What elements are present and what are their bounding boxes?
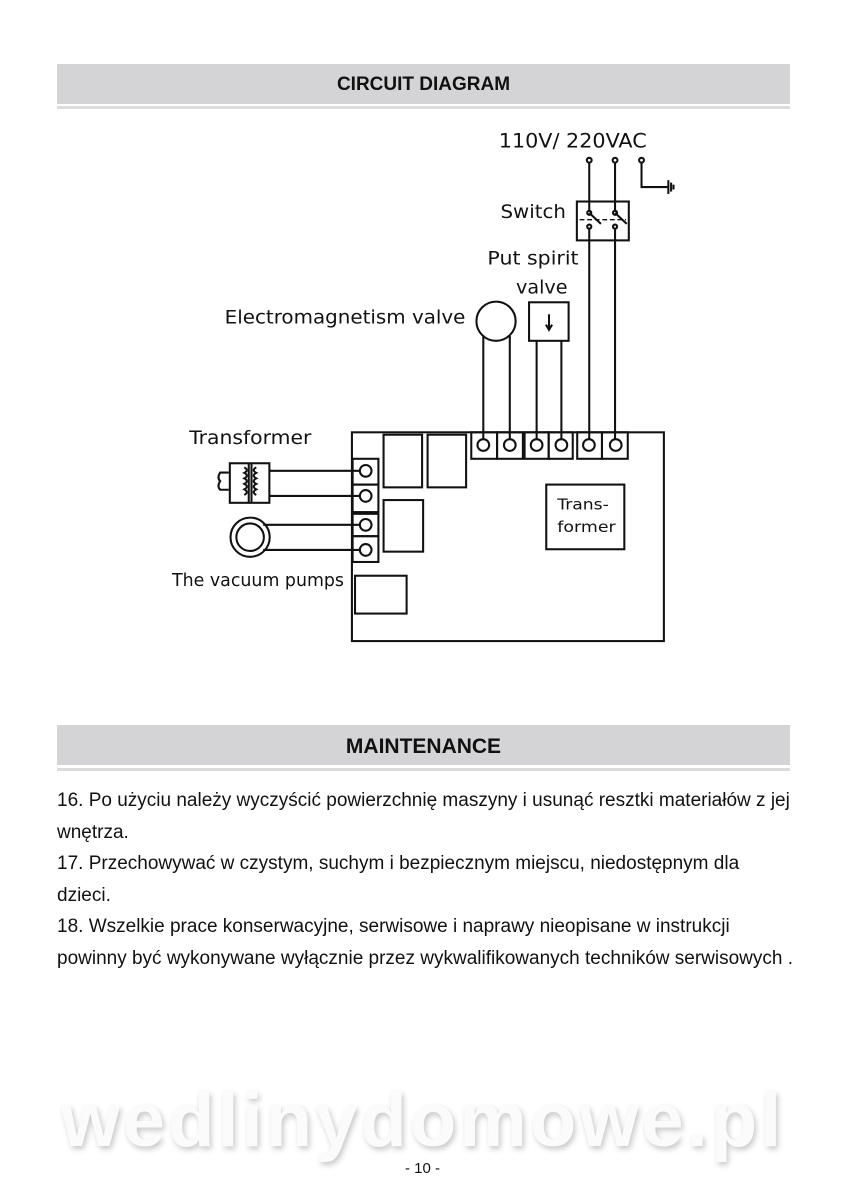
put-spirit-valve-symbol bbox=[528, 301, 570, 440]
board-transformer-label: Trans- bbox=[556, 495, 609, 513]
maintenance-heading: MAINTENANCE bbox=[57, 725, 790, 765]
vacuum-pumps-label: The vacuum pumps bbox=[171, 570, 344, 591]
control-board bbox=[350, 431, 665, 643]
top-terminal-block bbox=[470, 431, 629, 460]
transformer-icon bbox=[217, 462, 360, 504]
supply-terminals bbox=[585, 156, 645, 440]
ground-icon bbox=[640, 162, 675, 194]
left-terminal-block bbox=[351, 457, 380, 564]
heading-divider bbox=[57, 106, 790, 109]
switch-symbol bbox=[575, 200, 630, 242]
heading-divider bbox=[57, 768, 790, 771]
watermark: wedlinydomowe.pl bbox=[60, 1078, 785, 1163]
circuit-diagram-heading: CIRCUIT DIAGRAM bbox=[57, 64, 790, 104]
put-spirit-valve-label: Put spirit bbox=[487, 248, 578, 269]
board-components bbox=[353, 433, 626, 615]
supply-label: 110V/ 220VAC bbox=[499, 130, 647, 153]
electromagnetism-valve-label: Electromagnetism valve bbox=[225, 308, 466, 329]
maintenance-item: 18. Wszelkie prace konserwacyjne, serwis… bbox=[57, 916, 794, 969]
electromagnetism-valve-symbol bbox=[475, 300, 517, 440]
page-number: - 10 - bbox=[404, 1160, 440, 1177]
transformer-label: Transformer bbox=[188, 428, 312, 449]
switch-label: Switch bbox=[501, 202, 566, 223]
put-spirit-valve-label-2: valve bbox=[516, 278, 568, 299]
circuit-diagram: 110V/ 220VAC Switch Put spirit valve Ele… bbox=[171, 130, 675, 643]
maintenance-item: 16. Po użyciu należy wyczyścić powierzch… bbox=[57, 790, 790, 843]
board-transformer-label-2: former bbox=[557, 518, 616, 536]
maintenance-item: 17. Przechowywać w czystym, suchym i bez… bbox=[57, 853, 740, 906]
vacuum-pump-icon bbox=[229, 516, 360, 558]
maintenance-list: 16. Po użyciu należy wyczyścić powierzch… bbox=[57, 785, 797, 974]
